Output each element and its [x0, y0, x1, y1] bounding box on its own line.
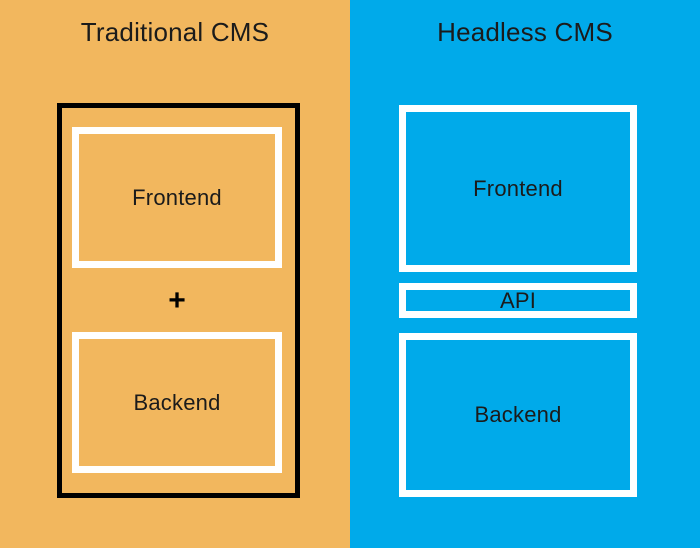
traditional-coupled-container: [57, 103, 300, 498]
box-label-traditional-frontend: Frontend: [132, 184, 222, 210]
panel-title-traditional: Traditional CMS: [80, 17, 270, 47]
plus-icon: +: [168, 284, 186, 317]
box-traditional-backend: Backend: [72, 332, 282, 473]
box-headless-frontend: Frontend: [399, 105, 637, 272]
panel-headless-cms: Headless CMS: [350, 0, 700, 548]
box-headless-api: API: [399, 283, 637, 318]
panel-traditional-cms: Traditional CMS Frontend + Backend: [0, 0, 350, 548]
box-label-traditional-backend: Backend: [133, 389, 221, 415]
panel-title-headless: Headless CMS: [437, 17, 613, 47]
box-headless-backend: Backend: [399, 333, 637, 497]
box-label-headless-frontend: Frontend: [473, 175, 563, 201]
box-label-headless-backend: Backend: [474, 402, 562, 427]
box-label-headless-api: API: [499, 288, 537, 313]
box-traditional-frontend: Frontend: [72, 127, 282, 268]
